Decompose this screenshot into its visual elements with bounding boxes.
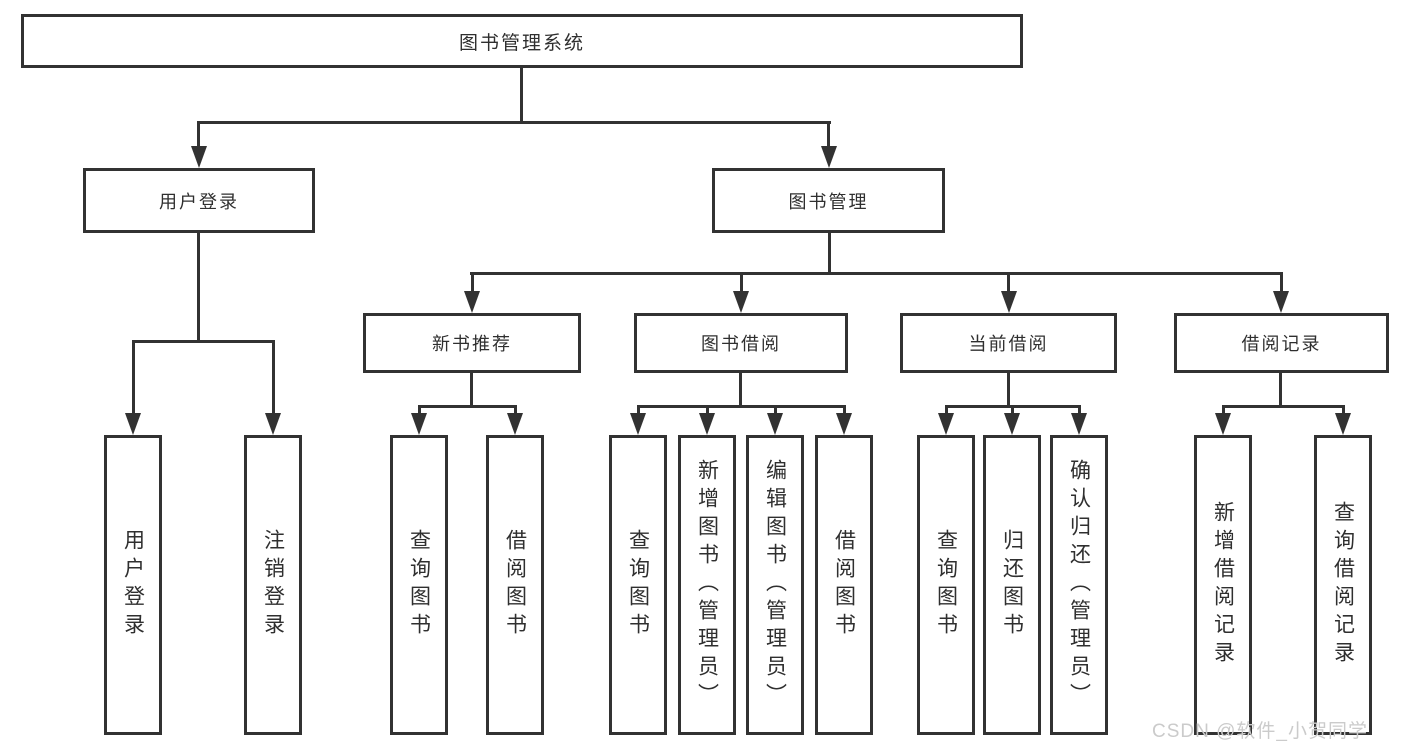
node-current-borrow-label: 当前借阅 [968, 334, 1049, 354]
connector-stub [1011, 405, 1014, 420]
leaf-borrow-books-recommend-label: 借阅图书 [503, 529, 527, 641]
node-user-login-label: 用户登录 [159, 191, 239, 212]
connector-stub-borrow-records [1280, 272, 1283, 295]
node-root: 图书管理系统 [21, 14, 1023, 68]
connector-stub-book-management [827, 121, 830, 148]
connector-stub-leaf-logout [272, 340, 275, 417]
node-new-book-recommend-label: 新书推荐 [432, 334, 512, 354]
connector-root-stub [520, 68, 523, 121]
connector-borrow-records-hline [1222, 405, 1345, 408]
leaf-user-login-label: 用户登录 [121, 529, 145, 641]
node-current-borrow: 当前借阅 [900, 313, 1117, 373]
connector-new-book-stub [470, 373, 473, 407]
arrowhead [836, 413, 852, 435]
arrowhead [1071, 413, 1087, 435]
node-borrow-records-label: 借阅记录 [1241, 334, 1322, 354]
leaf-logout-label: 注销登录 [261, 529, 285, 641]
connector-stub [637, 405, 640, 420]
node-root-label: 图书管理系统 [458, 32, 585, 54]
node-book-management: 图书管理 [712, 168, 945, 233]
leaf-edit-book-admin: 编辑图书（管理员） [746, 435, 804, 735]
connector-user-login-stub [197, 233, 200, 341]
connector-book-borrow-stub [739, 373, 742, 407]
leaf-confirm-return-admin: 确认归还（管理员） [1050, 435, 1108, 735]
arrowhead [411, 413, 427, 435]
node-borrow-records: 借阅记录 [1174, 313, 1389, 373]
leaf-logout: 注销登录 [244, 435, 302, 735]
leaf-borrow-books-label: 借阅图书 [832, 529, 856, 641]
leaf-query-borrow-record: 查询借阅记录 [1314, 435, 1372, 735]
arrowhead [767, 413, 783, 435]
connector-stub-book-borrow [740, 272, 743, 295]
arrowhead [1335, 413, 1351, 435]
leaf-add-book-admin-label: 新增图书（管理员） [695, 459, 719, 711]
leaf-borrow-books-recommend: 借阅图书 [486, 435, 544, 735]
arrowhead [1004, 413, 1020, 435]
arrowhead-new-book [464, 291, 480, 313]
leaf-confirm-return-admin-label: 确认归还（管理员） [1067, 459, 1091, 711]
connector-level2-hline [197, 121, 831, 124]
node-book-management-label: 图书管理 [788, 191, 869, 212]
leaf-query-books-current: 查询图书 [917, 435, 975, 735]
leaf-query-books-borrow: 查询图书 [609, 435, 667, 735]
arrowhead [699, 413, 715, 435]
connector-borrow-records-stub [1279, 373, 1282, 407]
connector-current-borrow-stub [1007, 373, 1010, 407]
connector-stub [843, 405, 846, 420]
leaf-query-books-recommend-label: 查询图书 [407, 529, 431, 641]
connector-book-management-stub [828, 233, 831, 272]
node-book-borrow-label: 图书借阅 [701, 334, 781, 354]
connector-user-login-hline [132, 340, 275, 343]
leaf-edit-book-admin-label: 编辑图书（管理员） [763, 459, 787, 711]
leaf-return-books-label: 归还图书 [1000, 529, 1024, 641]
connector-stub [418, 405, 421, 420]
arrowhead-current-borrow [1001, 291, 1017, 313]
arrowhead-book-management [821, 146, 837, 168]
node-new-book-recommend: 新书推荐 [363, 313, 581, 373]
node-user-login: 用户登录 [83, 168, 315, 233]
leaf-query-books-recommend: 查询图书 [390, 435, 448, 735]
leaf-query-books-current-label: 查询图书 [934, 529, 958, 641]
csdn-watermark: CSDN @软件_小贺同学 [1152, 721, 1368, 742]
arrowhead [1215, 413, 1231, 435]
leaf-add-book-admin: 新增图书（管理员） [678, 435, 736, 735]
leaf-return-books: 归还图书 [983, 435, 1041, 735]
arrowhead [938, 413, 954, 435]
connector-stub [1342, 405, 1345, 420]
connector-stub [1078, 405, 1081, 420]
connector-stub [514, 405, 517, 420]
connector-stub-new-book [471, 272, 474, 295]
arrowhead [507, 413, 523, 435]
leaf-query-books-borrow-label: 查询图书 [626, 529, 650, 641]
arrowhead-borrow-records [1273, 291, 1289, 313]
arrowhead-user-login [191, 146, 207, 168]
connector-stub [945, 405, 948, 420]
connector-level3-hline [470, 272, 1283, 275]
connector-book-borrow-hline [637, 405, 846, 408]
connector-stub-user-login [197, 121, 200, 148]
connector-stub [1222, 405, 1225, 420]
leaf-add-borrow-record-label: 新增借阅记录 [1211, 501, 1235, 669]
connector-new-book-hline [418, 405, 517, 408]
leaf-query-borrow-record-label: 查询借阅记录 [1331, 501, 1355, 669]
leaf-user-login: 用户登录 [104, 435, 162, 735]
leaf-add-borrow-record: 新增借阅记录 [1194, 435, 1252, 735]
arrowhead [630, 413, 646, 435]
connector-stub-leaf-user-login [132, 340, 135, 417]
arrowhead-leaf-logout [265, 413, 281, 435]
arrowhead-book-borrow [733, 291, 749, 313]
node-book-borrow: 图书借阅 [634, 313, 848, 373]
arrowhead-leaf-user-login [125, 413, 141, 435]
connector-stub-current-borrow [1007, 272, 1010, 295]
connector-stub [706, 405, 709, 420]
leaf-borrow-books: 借阅图书 [815, 435, 873, 735]
connector-stub [774, 405, 777, 420]
